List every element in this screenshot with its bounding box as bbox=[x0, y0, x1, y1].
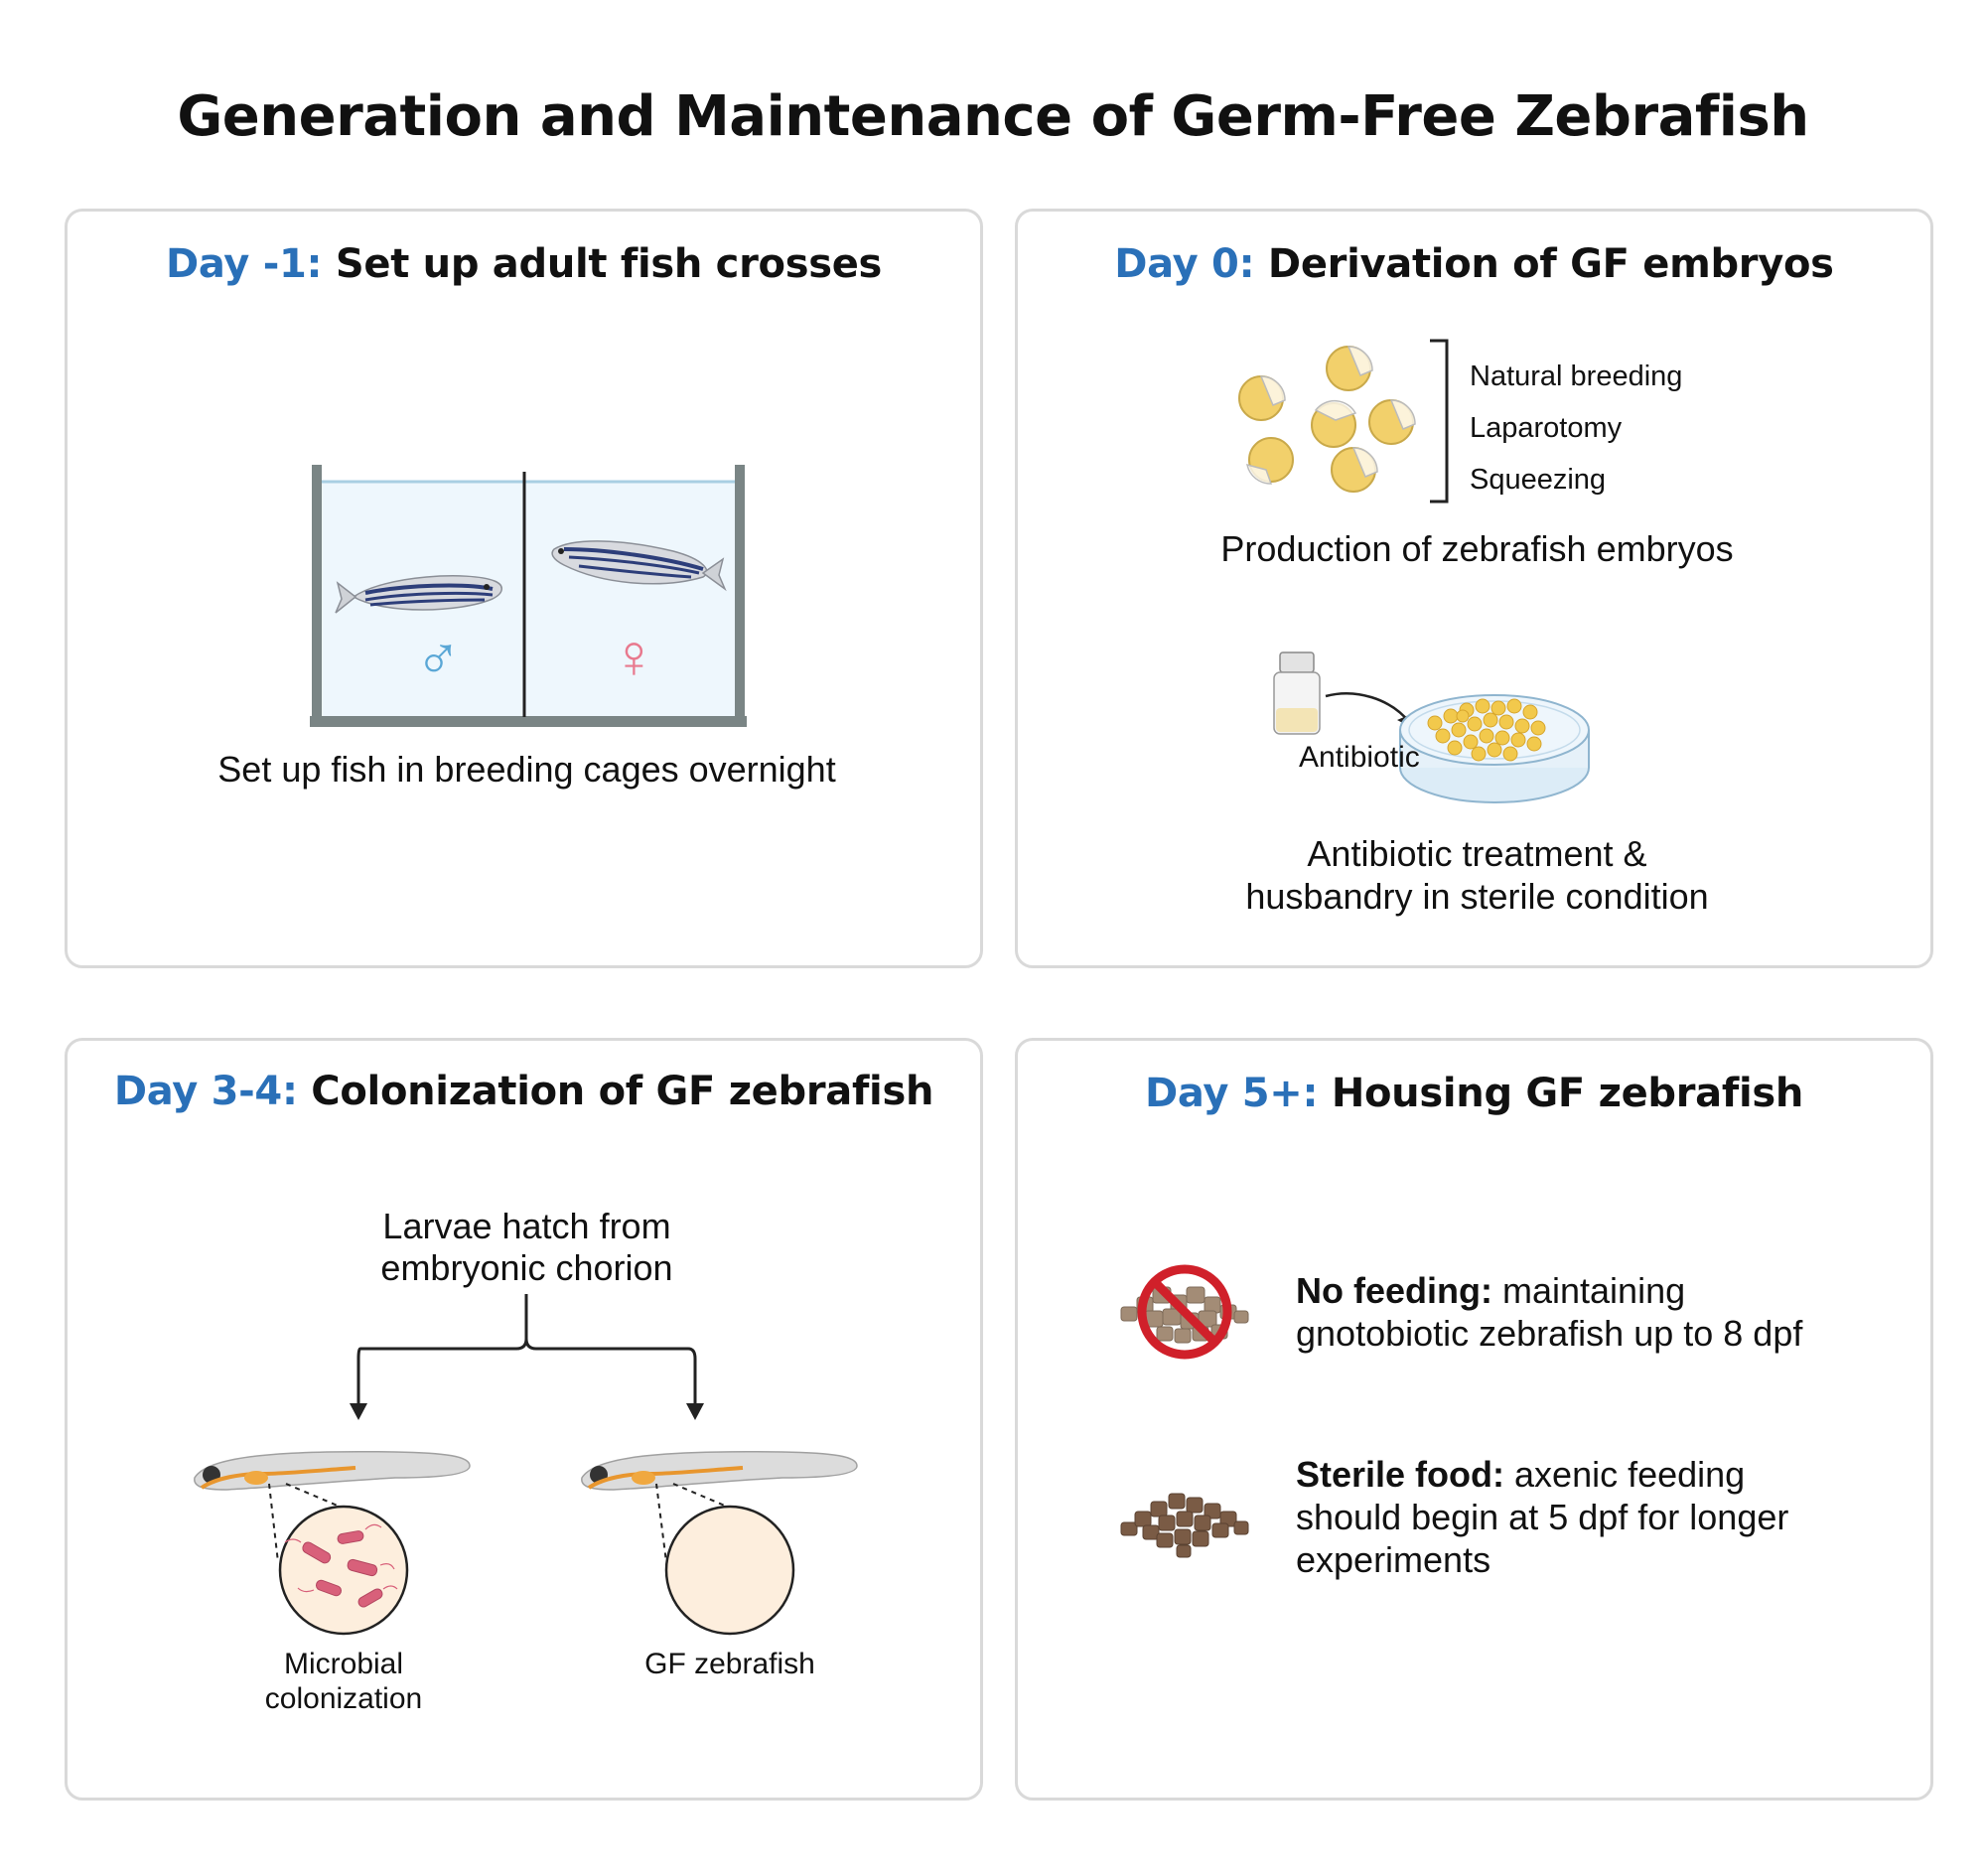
page-title: Generation and Maintenance of Germ-Free … bbox=[177, 84, 1809, 149]
sterile-food-line3: experiments bbox=[1296, 1539, 1491, 1580]
treatment-caption-line2: husbandry in sterile condition bbox=[1245, 876, 1709, 917]
panel-day0: Day 0: Derivation of GF embryos bbox=[1015, 209, 1933, 968]
sterile-food-line1: Sterile food: axenic feeding bbox=[1296, 1453, 1745, 1496]
sterile-food-text: axenic feeding bbox=[1514, 1454, 1746, 1495]
treatment-caption-line1: Antibiotic treatment & bbox=[1307, 833, 1647, 874]
larva-germ-free-icon bbox=[581, 1450, 858, 1491]
embryos-illustration bbox=[1238, 339, 1590, 803]
day-label: Day 5+: bbox=[1144, 1071, 1319, 1116]
no-feeding-bold: No feeding: bbox=[1296, 1270, 1492, 1311]
hatch-caption-line1: Larvae hatch from bbox=[382, 1206, 671, 1246]
microbial-label-line2: colonization bbox=[264, 1682, 423, 1715]
no-feeding-line1: No feeding: maintaining bbox=[1296, 1269, 1685, 1312]
gf-zebrafish-label: GF zebrafish bbox=[644, 1648, 815, 1680]
male-fish-icon bbox=[335, 575, 502, 614]
panel-heading: Day 5+: Housing GF zebrafish bbox=[1018, 1071, 1930, 1116]
antibiotic-bottle-icon bbox=[1273, 651, 1321, 735]
panel-heading: Day 0: Derivation of GF embryos bbox=[1018, 241, 1930, 287]
production-caption: Production of zebrafish embryos bbox=[1220, 528, 1734, 569]
no-feeding-line2: gnotobiotic zebrafish up to 8 dpf bbox=[1296, 1313, 1803, 1354]
no-feeding-text: maintaining bbox=[1502, 1270, 1686, 1311]
panel-day-minus1: Day -1: Set up adult fish crosses bbox=[65, 209, 983, 968]
method-squeezing: Squeezing bbox=[1470, 464, 1607, 496]
day-label: Day 3-4: bbox=[113, 1069, 298, 1114]
bacteria-icon bbox=[302, 1530, 383, 1608]
sterile-food-bold: Sterile food: bbox=[1296, 1454, 1505, 1495]
female-symbol-icon: ♀ bbox=[611, 623, 657, 691]
heading-text: Colonization of GF zebrafish bbox=[311, 1069, 934, 1114]
food-pellets-icon bbox=[1120, 1493, 1249, 1558]
heading-text: Derivation of GF embryos bbox=[1267, 241, 1834, 287]
no-sign-icon bbox=[1137, 1264, 1232, 1360]
gut-sterile-inset bbox=[664, 1505, 795, 1636]
larva-colonized-icon bbox=[194, 1450, 471, 1491]
heading-text: Housing GF zebrafish bbox=[1331, 1071, 1804, 1116]
method-laparotomy: Laparotomy bbox=[1470, 412, 1623, 444]
gut-microbes-inset bbox=[278, 1505, 409, 1636]
colonization-illustration bbox=[194, 1294, 858, 1636]
method-natural-breeding: Natural breeding bbox=[1470, 361, 1683, 392]
microbial-label-line1: Microbial bbox=[283, 1648, 404, 1680]
male-symbol-icon: ♂ bbox=[415, 625, 462, 693]
heading-text: Set up adult fish crosses bbox=[335, 241, 883, 287]
breeding-tank-illustration bbox=[310, 465, 747, 727]
day-label: Day -1: bbox=[165, 241, 323, 287]
antibiotic-label: Antibiotic bbox=[1299, 741, 1420, 774]
female-fish-icon bbox=[551, 540, 727, 592]
panel-day3-4: Day 3-4: Colonization of GF zebrafish La… bbox=[65, 1038, 983, 1801]
petri-dish-icon bbox=[1399, 694, 1590, 803]
panel-day5: Day 5+: Housing GF zebrafish bbox=[1015, 1038, 1933, 1801]
panel-heading: Day -1: Set up adult fish crosses bbox=[68, 241, 980, 287]
day-label: Day 0: bbox=[1114, 241, 1255, 287]
food-illustration bbox=[1120, 1264, 1249, 1558]
sterile-food-line2: should begin at 5 dpf for longer bbox=[1296, 1497, 1789, 1537]
caption-breeding: Set up fish in breeding cages overnight bbox=[217, 749, 836, 790]
hatch-caption-line2: embryonic chorion bbox=[380, 1247, 673, 1288]
panel-heading: Day 3-4: Colonization of GF zebrafish bbox=[68, 1069, 980, 1114]
